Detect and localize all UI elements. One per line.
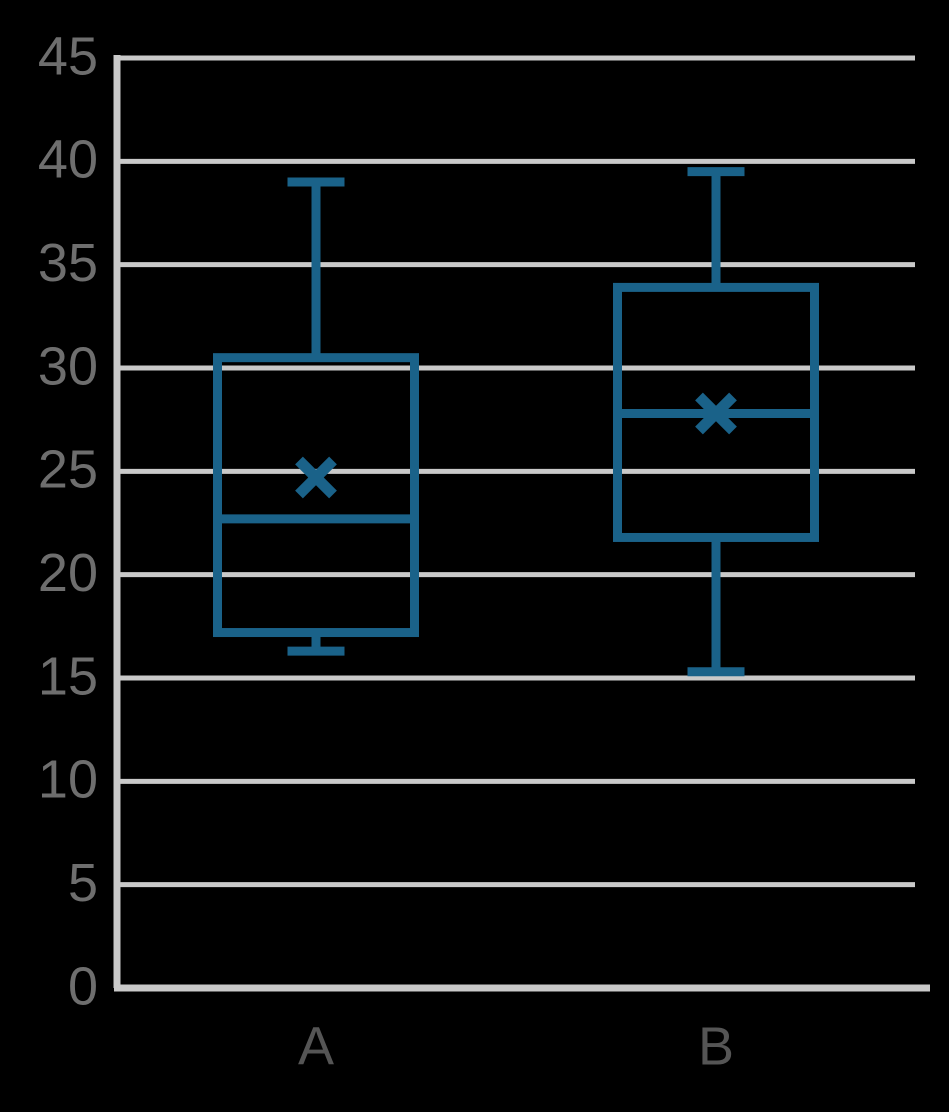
y-tick-label-45: 45 bbox=[38, 26, 98, 86]
category-label-A: A bbox=[298, 1016, 334, 1076]
y-tick-label-30: 30 bbox=[38, 336, 98, 396]
box-plot-series bbox=[213, 167, 819, 677]
y-tick-label-40: 40 bbox=[38, 130, 98, 190]
y-tick-label-25: 25 bbox=[38, 440, 98, 500]
box-iqr-A bbox=[213, 353, 419, 638]
axis-lines bbox=[113, 55, 930, 992]
y-tick-label-5: 5 bbox=[68, 853, 98, 913]
y-tick-label-15: 15 bbox=[38, 646, 98, 706]
y-tick-label-20: 20 bbox=[38, 543, 98, 603]
category-label-B: B bbox=[698, 1016, 734, 1076]
y-tick-label-10: 10 bbox=[38, 750, 98, 810]
y-tick-label-35: 35 bbox=[38, 233, 98, 293]
y-axis-tick-labels: 0 5 10 15 20 25 30 35 40 45 bbox=[38, 26, 98, 1016]
box-plot-B bbox=[613, 167, 819, 677]
box-plot-A bbox=[213, 177, 419, 656]
mean-marker-x2-B bbox=[695, 392, 737, 435]
mean-marker-x2-A bbox=[295, 456, 337, 499]
y-tick-label-0: 0 bbox=[68, 956, 98, 1016]
gridlines bbox=[117, 55, 915, 888]
